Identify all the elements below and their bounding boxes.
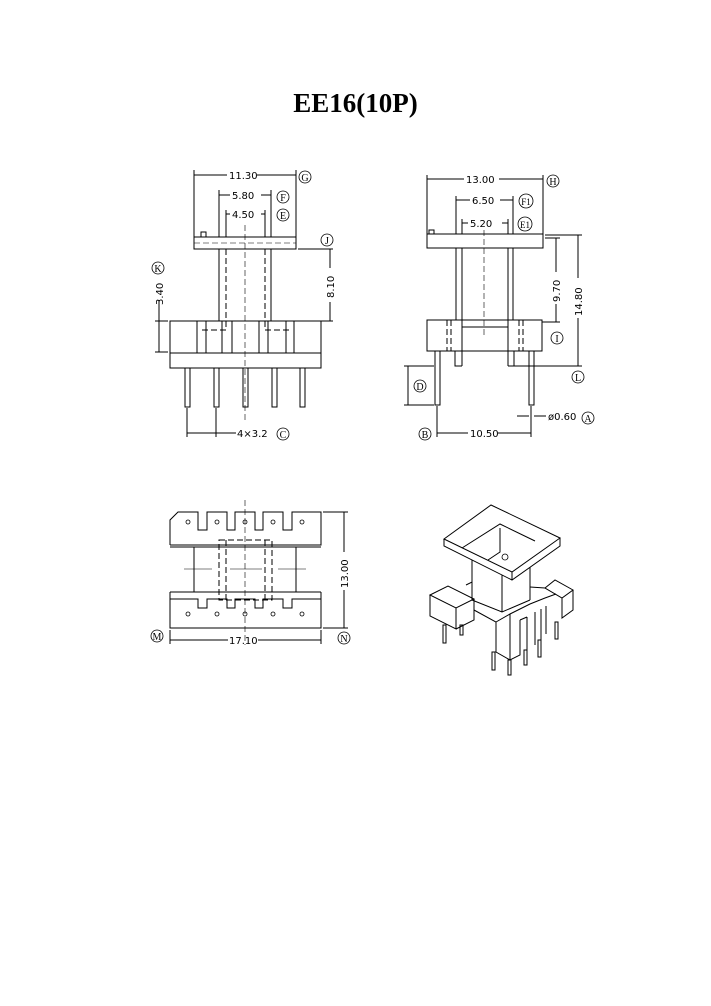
dim-pin-pitch: 4×3.2 bbox=[237, 429, 268, 440]
label-K: K bbox=[154, 264, 162, 275]
label-F: F bbox=[280, 193, 286, 204]
pin bbox=[184, 367, 191, 408]
pin bbox=[299, 367, 306, 408]
label-E: E bbox=[280, 211, 286, 222]
dim-core-inner: 4.50 bbox=[232, 210, 254, 221]
pin bbox=[537, 639, 542, 658]
dim-width: 17.10 bbox=[229, 636, 258, 647]
label-I: I bbox=[555, 334, 558, 345]
label-M: M bbox=[153, 632, 162, 643]
label-G: G bbox=[301, 173, 308, 184]
pin bbox=[459, 624, 464, 636]
label-H: H bbox=[549, 177, 556, 188]
drawing-title: EE16(10P) bbox=[293, 88, 418, 118]
pin bbox=[523, 649, 528, 666]
pin bbox=[242, 367, 249, 408]
dim-core-outer: 6.50 bbox=[472, 196, 494, 207]
label-C: C bbox=[280, 430, 287, 441]
pin bbox=[442, 624, 447, 644]
top-flange bbox=[426, 233, 544, 249]
base bbox=[426, 319, 543, 352]
pin bbox=[491, 651, 496, 671]
dim-flange-to-base: 9.70 bbox=[552, 280, 563, 302]
label-L: L bbox=[575, 373, 581, 384]
flange-tab bbox=[200, 231, 207, 238]
dim-overall-width: 13.00 bbox=[466, 175, 495, 186]
pin bbox=[213, 367, 220, 408]
label-B: B bbox=[422, 430, 429, 441]
dim-core-inner: 5.20 bbox=[470, 219, 492, 230]
dim-flange-to-base: 8.10 bbox=[326, 276, 337, 298]
bottom-view: 13.00 17.10 M N bbox=[150, 500, 351, 647]
dim-base-height: 3.40 bbox=[155, 283, 166, 305]
label-A: A bbox=[584, 414, 592, 425]
label-E1: E1 bbox=[520, 220, 530, 230]
dim-total-height: 14.80 bbox=[574, 287, 585, 316]
dim-pin-diameter: ø0.60 bbox=[548, 412, 576, 423]
dim-depth: 13.00 bbox=[340, 559, 351, 588]
base bbox=[169, 320, 322, 369]
pin bbox=[507, 659, 512, 676]
front-view: 11.30 5.80 4.50 8.10 3.40 4×3.2 G F E J … bbox=[151, 170, 337, 441]
label-F1: F1 bbox=[521, 197, 531, 207]
label-J: J bbox=[325, 236, 329, 247]
pin bbox=[434, 350, 441, 406]
pin bbox=[554, 621, 559, 640]
isometric-view bbox=[428, 504, 574, 676]
label-N: N bbox=[340, 634, 347, 645]
dim-pin-span: 10.50 bbox=[470, 429, 499, 440]
pin bbox=[528, 350, 535, 406]
dim-overall-width: 11.30 bbox=[229, 171, 258, 182]
pin bbox=[271, 367, 278, 408]
dim-core-outer: 5.80 bbox=[232, 191, 254, 202]
label-D: D bbox=[416, 382, 423, 393]
side-view: 13.00 6.50 5.20 9.70 14.80 10.50 ø0.60 H… bbox=[404, 174, 595, 441]
